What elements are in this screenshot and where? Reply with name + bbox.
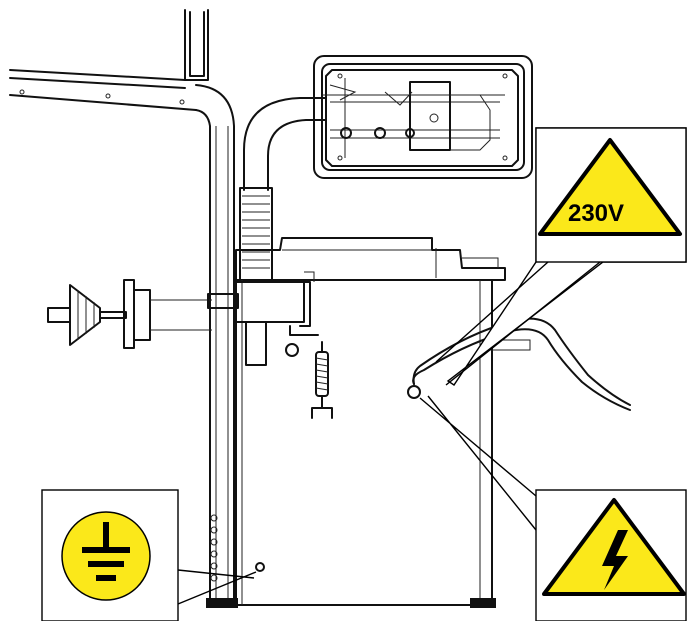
electric-hazard-callout [419,395,687,621]
machine-top-cover [235,237,506,281]
voltage-callout: 230V [435,127,687,386]
electric-shock-hazard-icon [542,498,686,596]
monitor-arm [239,97,326,281]
cabinet-side-holes [210,514,265,582]
hood-clamp [207,271,319,366]
tension-spring [311,341,333,419]
ground-earth-symbol-icon [61,511,151,601]
wheel-shaft [47,279,212,349]
ground-callout [41,489,257,621]
voltage-warning-icon: 230V [538,138,682,236]
voltage-label: 230V [568,200,624,227]
hood-frame [9,9,209,111]
display-monitor [313,55,533,179]
power-cable [407,317,631,411]
machine-cabinet [235,279,496,608]
hood-pole [195,84,238,608]
